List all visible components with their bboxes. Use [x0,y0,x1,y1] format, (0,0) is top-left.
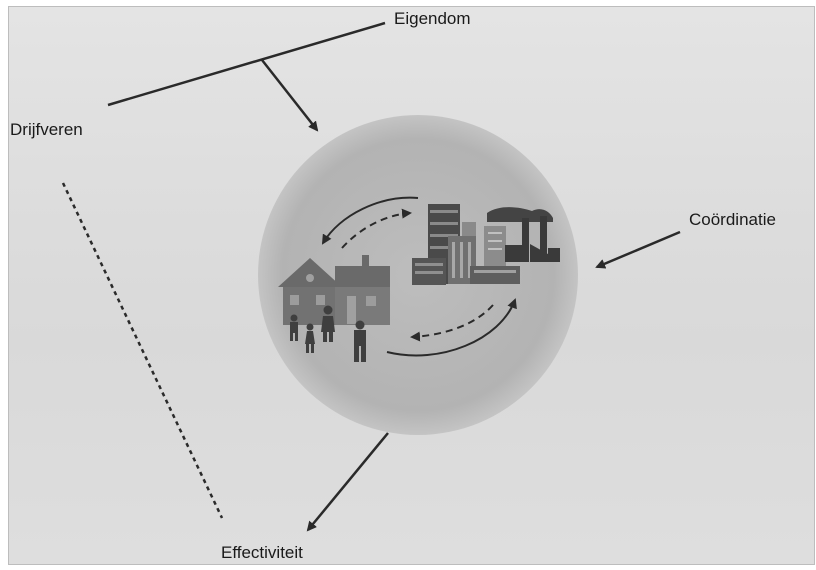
effectiviteit-arrow [306,432,389,532]
coordinatie-arrow [595,230,681,269]
drijfveren-dotted-line [61,182,224,519]
eigendom-arrow [261,59,319,132]
people-icon [290,305,366,362]
factory-icon [487,207,560,262]
label-coordinatie: Coördinatie [689,210,776,229]
flow-arrow-bottom-dashed [410,304,494,342]
label-effectiviteit: Effectiviteit [221,543,303,562]
label-eigendom: Eigendom [394,9,471,28]
city-buildings-icon [412,204,520,285]
flow-arrow-top-solid [321,196,419,245]
label-drijfveren: Drijfveren [10,120,83,139]
flow-arrow-top-dashed [341,208,412,249]
flow-arrow-bottom-solid [386,298,517,357]
eigendom-line [107,21,386,107]
